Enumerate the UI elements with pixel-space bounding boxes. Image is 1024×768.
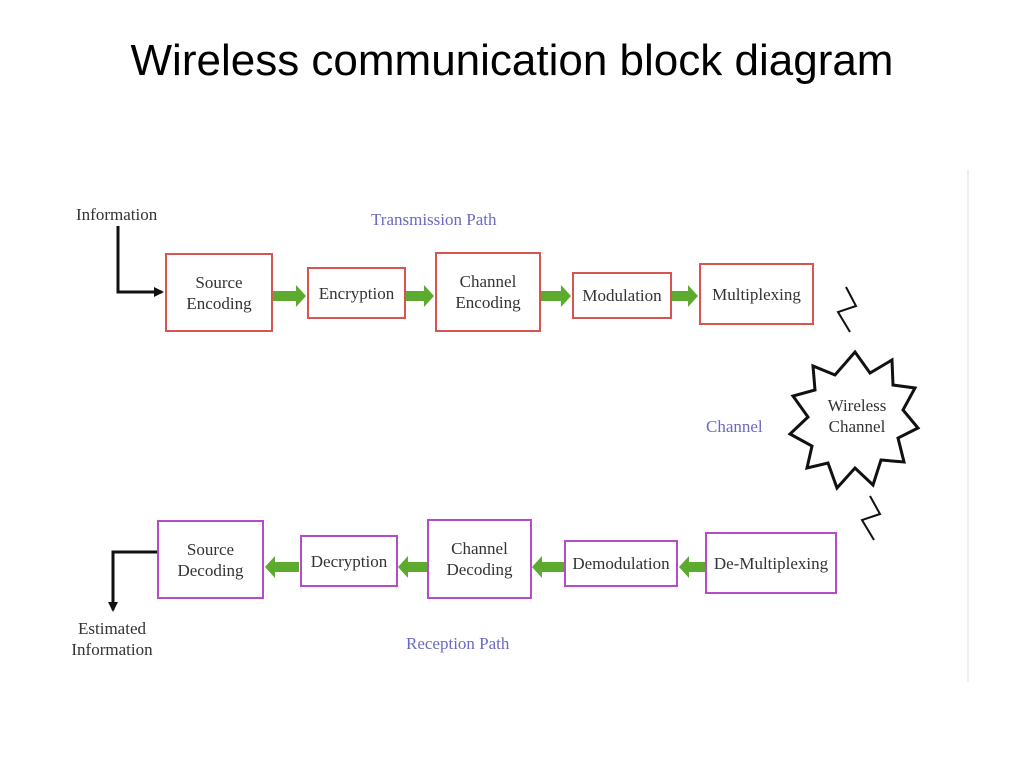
reception-path-label: Reception Path — [406, 634, 510, 653]
multiplexing-block: Multiplexing — [699, 263, 814, 325]
wireless-channel-burst — [787, 349, 921, 491]
channel-label: Channel — [706, 417, 763, 436]
rx-arrow-2 — [532, 556, 564, 578]
wireless-channel-label: Wireless Channel — [827, 396, 887, 436]
rx-arrow-3 — [398, 556, 427, 578]
rx-lightning-icon — [860, 495, 882, 541]
input-elbow-arrow — [116, 226, 164, 297]
transmission-path-label: Transmission Path — [371, 210, 497, 229]
channel-encoding-block: Channel Encoding — [435, 252, 541, 332]
estimated-information-label: Estimated Information — [71, 619, 153, 659]
output-elbow-arrow — [108, 550, 157, 612]
modulation-block: Modulation — [572, 272, 672, 319]
source-decoding-block: Source Decoding — [157, 520, 264, 599]
tx-arrow-4 — [672, 285, 698, 307]
channel-decoding-block: Channel Decoding — [427, 519, 532, 599]
tx-arrow-3 — [541, 285, 571, 307]
decryption-block: Decryption — [300, 535, 398, 587]
image-edge-divider — [967, 170, 969, 682]
input-information-label: Information — [76, 205, 158, 224]
slide-title: Wireless communication block diagram — [130, 36, 894, 85]
rx-arrow-4 — [265, 556, 299, 578]
de-multiplexing-block: De-Multiplexing — [705, 532, 837, 594]
source-encoding-block: Source Encoding — [165, 253, 273, 332]
tx-arrow-1 — [273, 285, 306, 307]
encryption-block: Encryption — [307, 267, 406, 319]
tx-arrow-2 — [406, 285, 434, 307]
demodulation-block: Demodulation — [564, 540, 678, 587]
tx-lightning-icon — [836, 286, 858, 333]
rx-arrow-1 — [679, 556, 705, 578]
